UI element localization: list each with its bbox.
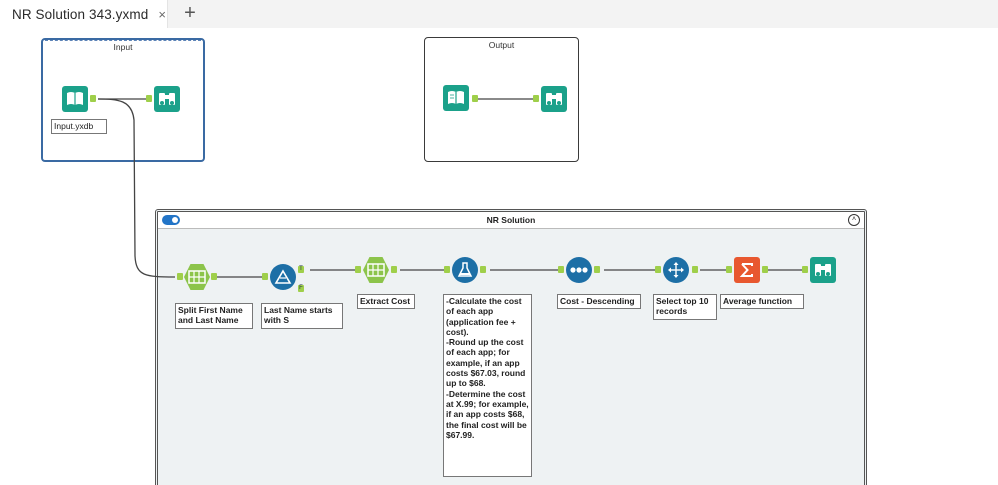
output-anchor[interactable] [594,266,600,273]
annotation-sort: Cost - Descending [557,294,641,309]
nr-solution-header: NR Solution ˄ [158,212,864,229]
input-anchor[interactable] [146,95,152,102]
formula-tool[interactable] [452,257,478,283]
false-anchor[interactable]: F [298,285,304,292]
input-anchor[interactable] [655,266,661,273]
input-container-title: Input [113,42,133,52]
tab-bar: NR Solution 343.yxmd × + [0,0,998,28]
split-columns-icon [367,263,385,277]
annotation-extract: Extract Cost [357,294,415,309]
output-anchor[interactable] [90,95,96,102]
input-anchor[interactable] [726,266,732,273]
annotation-summarize: Average function [720,294,804,309]
book-icon [448,91,464,104]
annotation-sample: Select top 10 records [653,294,717,320]
output-anchor[interactable] [762,266,768,273]
browse-tool[interactable] [541,86,567,112]
extract-cost-tool[interactable] [363,257,389,283]
tab-title: NR Solution 343.yxmd [12,6,149,22]
output-anchor[interactable] [692,266,698,273]
output-anchor[interactable] [211,273,217,280]
book-icon [67,92,83,105]
close-tab-icon[interactable]: × [158,6,166,22]
container-selection-outline [45,40,201,41]
input-anchor[interactable] [558,266,564,273]
browse-tool[interactable] [810,257,836,283]
text-to-columns-tool[interactable] [184,264,210,290]
output-container-title: Output [488,40,515,50]
output-anchor[interactable] [391,266,397,273]
nr-solution-title: NR Solution [486,215,536,225]
input-anchor[interactable] [444,266,450,273]
input-anchor[interactable] [177,273,183,280]
sample-tool[interactable] [663,257,689,283]
binoculars-icon [815,264,831,276]
split-columns-icon [188,270,206,284]
output-data-tool[interactable] [443,85,469,111]
input-anchor[interactable] [355,266,361,273]
filter-tool[interactable] [270,264,296,290]
input-anchor[interactable] [262,273,268,280]
tab-workflow[interactable]: NR Solution 343.yxmd × [0,0,168,28]
annotation-formula: -Calculate the cost of each app (applica… [443,294,532,477]
collapse-container-icon[interactable]: ˄ [848,214,860,226]
browse-tool[interactable] [154,86,180,112]
flask-icon [457,262,473,277]
filter-triangle-icon [274,269,292,284]
workflow-canvas[interactable]: Input Output NR Solution ˄ [0,28,998,485]
input-anchor[interactable] [472,95,478,102]
input-anchor[interactable] [533,95,539,102]
annotation-split: Split First Name and Last Name [175,303,253,329]
input-anchor[interactable] [802,266,808,273]
sigma-icon [739,263,753,277]
output-anchor[interactable] [480,266,486,273]
annotation-filter: Last Name starts with S [261,303,343,329]
summarize-tool[interactable] [734,257,760,283]
binoculars-icon [159,93,175,105]
dots-icon [570,267,588,273]
input-file-label: Input.yxdb [51,119,107,134]
move-arrows-icon [668,262,684,278]
new-tab-button[interactable]: + [184,2,196,24]
true-anchor[interactable]: T [298,266,304,273]
sort-tool[interactable] [566,257,592,283]
binoculars-icon [546,93,562,105]
input-data-tool[interactable] [62,86,88,112]
